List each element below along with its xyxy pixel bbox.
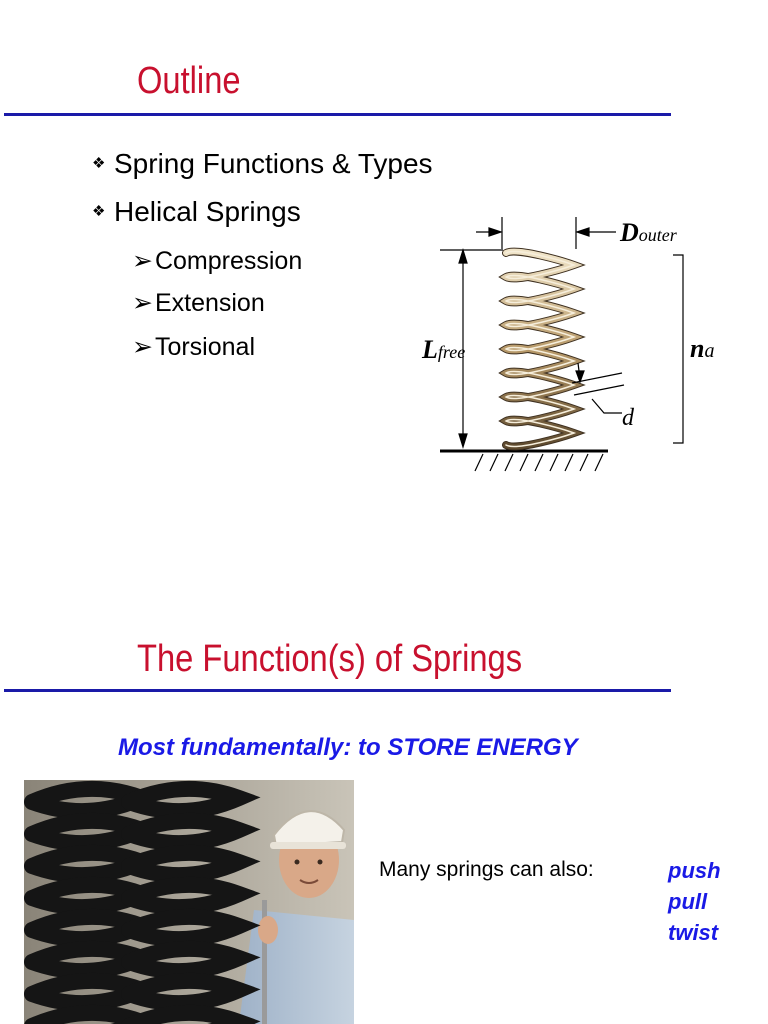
arrow-bullet-icon: ➢	[132, 333, 153, 361]
bullet-helical-springs: ❖ Helical Springs	[92, 196, 301, 228]
active-coils-bracket	[673, 254, 684, 444]
sub-bullet-extension: ➢Extension	[132, 288, 265, 318]
active-coils-label: na	[690, 334, 714, 363]
sub-bullet-compression: ➢Compression	[132, 246, 302, 276]
wire-diameter-dimension	[571, 362, 625, 414]
wire-diameter-label: d	[622, 405, 635, 431]
sub-bullet-text: Torsional	[154, 333, 256, 361]
sub-bullet-text: Compression	[154, 247, 303, 275]
outer-diameter-dimension	[476, 217, 616, 249]
sub-bullet-text: Extension	[154, 289, 265, 317]
free-length-dimension	[440, 247, 503, 450]
arrow-bullet-icon: ➢	[132, 247, 153, 275]
sub-bullet-torsional: ➢Torsional	[132, 332, 255, 362]
spring-worker-photo	[24, 780, 354, 1024]
verb-pull: pull	[668, 889, 708, 914]
free-length-label: Lfree	[421, 335, 465, 364]
spring-coil-path	[500, 248, 583, 450]
title-rule	[4, 113, 671, 116]
helical-spring-diagram: Douter na Lfree d	[421, 217, 714, 472]
bullet-text: Spring Functions & Types	[114, 148, 433, 179]
big-spring-coil	[121, 940, 261, 980]
spring-coil-path	[504, 250, 577, 448]
store-energy-subtitle: Most fundamentally: to STORE ENERGY	[118, 734, 578, 761]
big-spring-coil	[121, 812, 261, 852]
verb-twist: twist	[668, 920, 719, 945]
big-spring-coil	[121, 780, 261, 820]
diamond-bullet-icon: ❖	[92, 154, 106, 172]
big-spring-coil	[121, 972, 261, 1012]
verb-push: push	[668, 858, 721, 883]
big-spring-coil	[121, 1004, 261, 1024]
outer-diameter-label: Douter	[619, 218, 678, 247]
also-text: Many springs can also:	[379, 858, 594, 881]
bullet-spring-functions: ❖ Spring Functions & Types	[92, 148, 433, 180]
big-spring-coil	[121, 844, 261, 884]
outline-title: Outline	[137, 60, 241, 102]
spring-coils	[498, 247, 586, 451]
bullet-text: Helical Springs	[114, 196, 301, 227]
functions-title: The Function(s) of Springs	[137, 638, 523, 680]
arrow-bullet-icon: ➢	[132, 289, 153, 317]
ground-hatch	[474, 453, 604, 472]
big-spring-coil	[121, 876, 261, 916]
big-spring-coil	[121, 908, 261, 948]
diamond-bullet-icon: ❖	[92, 202, 106, 220]
title-rule-2	[4, 689, 671, 692]
